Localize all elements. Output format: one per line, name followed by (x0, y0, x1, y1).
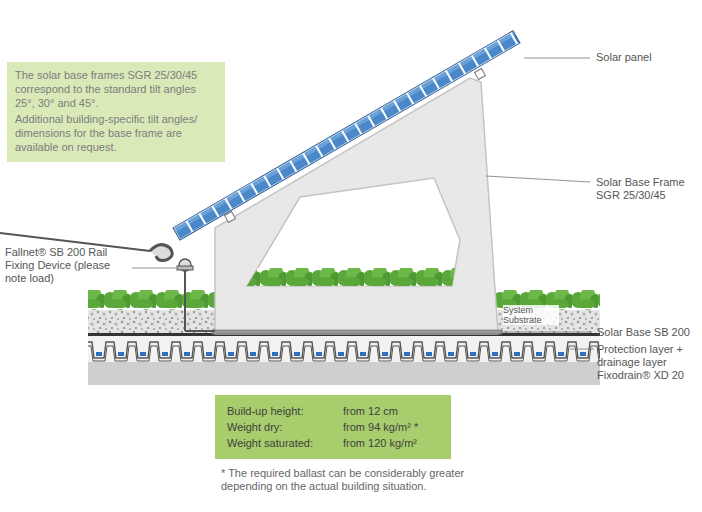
fixing-rod (184, 270, 186, 331)
layer-label: System Substrate (503, 305, 559, 325)
note-text: Additional building-specific tilt angles… (15, 112, 217, 154)
leader-line (486, 176, 590, 182)
spec-cell: Weight dry: (227, 419, 339, 435)
vegetation (240, 268, 470, 290)
spec-cell: from 12 cm (343, 403, 441, 419)
fixing-rod (185, 330, 215, 332)
fixing-device (177, 266, 193, 270)
layer-label: Solar Base SB 200 (597, 326, 699, 339)
solar-base-plate (212, 330, 502, 334)
drainage-layer (88, 336, 600, 362)
note-box: The solar base frames SGR 25/30/45 corre… (7, 62, 225, 162)
carabiner-hook (150, 245, 172, 261)
base-frame (215, 78, 498, 334)
leader-line (570, 349, 594, 350)
footnote: * The required ballast can be considerab… (221, 467, 483, 493)
spec-cell: Weight saturated: (227, 435, 339, 451)
solar-panel (173, 31, 520, 240)
spec-cell: Build-up height: (227, 403, 339, 419)
leader-line (500, 332, 592, 333)
spec-cell: from 94 kg/m² * (343, 419, 441, 435)
part-label: Fallnet® SB 200 Rail Fixing Device (plea… (5, 246, 129, 285)
layer-label: Protection layer + drainage layer Fixodr… (597, 343, 700, 382)
mount-clamp (475, 69, 486, 80)
spec-box: Build-up height:from 12 cmWeight dry:fro… (215, 395, 451, 459)
leader-line (524, 58, 590, 59)
roof-base (88, 362, 600, 385)
mount-clamp (225, 212, 236, 223)
leader-line (132, 268, 176, 269)
part-label: Solar panel (596, 51, 696, 64)
note-text: The solar base frames SGR 25/30/45 corre… (15, 68, 217, 110)
spec-cell: from 120 kg/m² (343, 435, 441, 451)
part-label: Solar Base Frame SGR 25/30/45 (596, 176, 698, 202)
